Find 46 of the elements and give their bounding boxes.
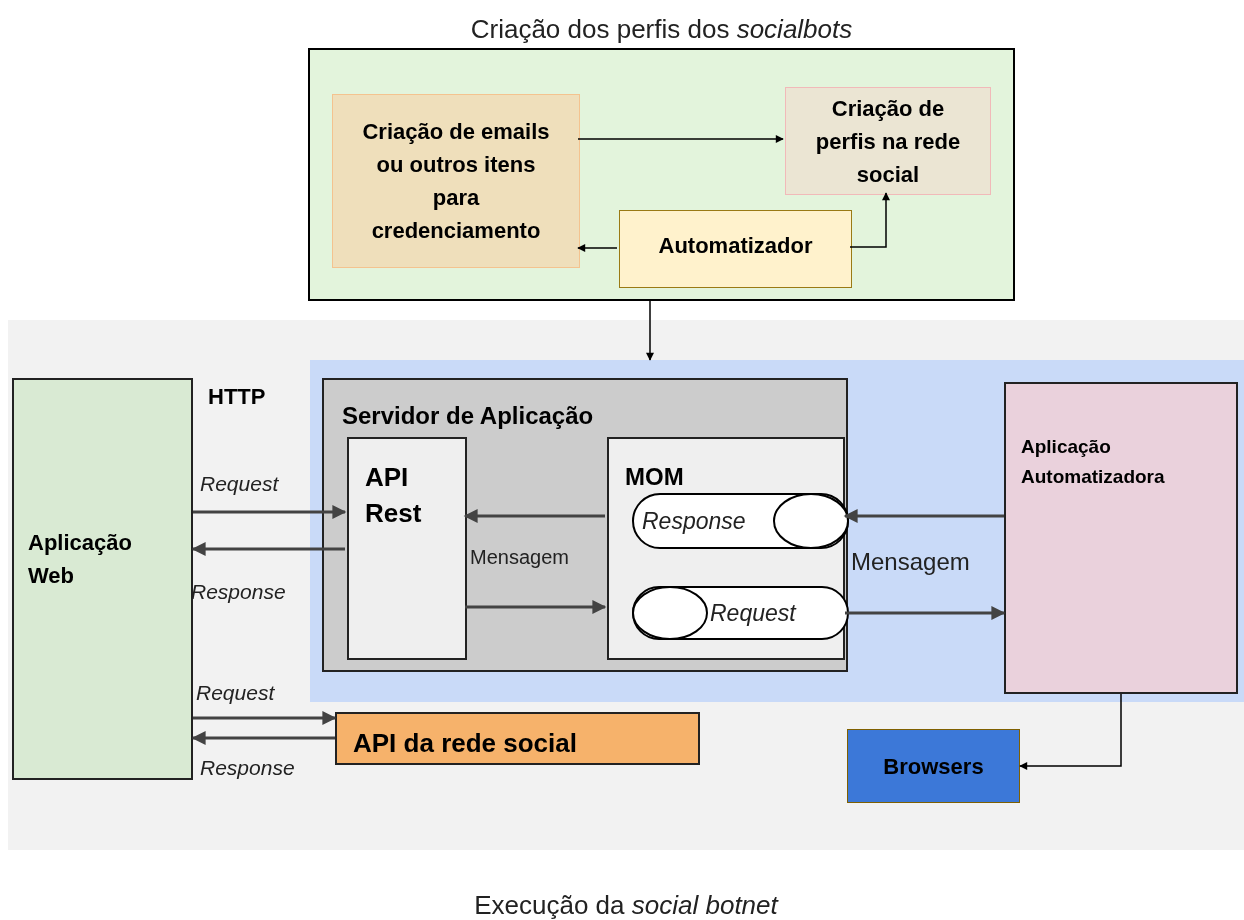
arrow bbox=[646, 300, 654, 361]
api-box bbox=[347, 437, 467, 660]
queue-shape bbox=[632, 586, 849, 640]
arrow bbox=[463, 509, 605, 523]
edge-note: Mensagem bbox=[851, 547, 970, 577]
process-box bbox=[785, 87, 991, 195]
arrow bbox=[1019, 693, 1122, 770]
arrow bbox=[191, 731, 335, 745]
edge-note: Mensagem bbox=[470, 545, 569, 570]
section-heading: Criação dos perfis dos socialbots bbox=[469, 13, 854, 46]
process-box bbox=[619, 210, 852, 288]
arrow bbox=[193, 711, 337, 725]
queue-shape bbox=[632, 493, 849, 549]
process-box bbox=[332, 94, 580, 268]
server-box bbox=[322, 378, 848, 672]
api-box bbox=[335, 712, 700, 765]
node-label: Response bbox=[642, 507, 746, 536]
section-heading: Execução da social botnet bbox=[473, 889, 780, 920]
node-label: Servidor de Aplicação bbox=[342, 401, 594, 431]
node-label: Aplicação Automatizadora bbox=[1021, 435, 1166, 489]
node-label: Automatizador bbox=[658, 232, 813, 260]
node-label: Criação de perfis na rede social bbox=[814, 94, 962, 189]
zone-band bbox=[310, 360, 1244, 702]
node-label: Aplicação Web bbox=[28, 529, 133, 590]
node-label: MOM bbox=[625, 462, 684, 492]
edge-label: Request bbox=[200, 471, 279, 497]
node-label: API Rest bbox=[365, 461, 423, 530]
edge-label: Request bbox=[196, 680, 275, 706]
application-box bbox=[12, 378, 193, 780]
arrow bbox=[577, 135, 784, 143]
arrow bbox=[849, 192, 890, 248]
node-label: Browsers bbox=[883, 752, 984, 781]
arrow bbox=[465, 600, 607, 614]
edge-label: Response bbox=[191, 579, 286, 605]
application-box bbox=[1004, 382, 1238, 694]
node-label: Request bbox=[710, 599, 796, 628]
arrow bbox=[577, 244, 618, 252]
arrow bbox=[193, 505, 347, 519]
browser-box bbox=[847, 729, 1020, 803]
node-label: Criação de emails ou outros itens para credenciamento bbox=[361, 118, 551, 245]
protocol-label: HTTP bbox=[208, 383, 266, 411]
arrow bbox=[191, 542, 345, 556]
node-label: API da rede social bbox=[353, 727, 577, 760]
arrow bbox=[843, 509, 1004, 523]
arrow bbox=[845, 606, 1006, 620]
edge-label: Response bbox=[200, 755, 295, 781]
